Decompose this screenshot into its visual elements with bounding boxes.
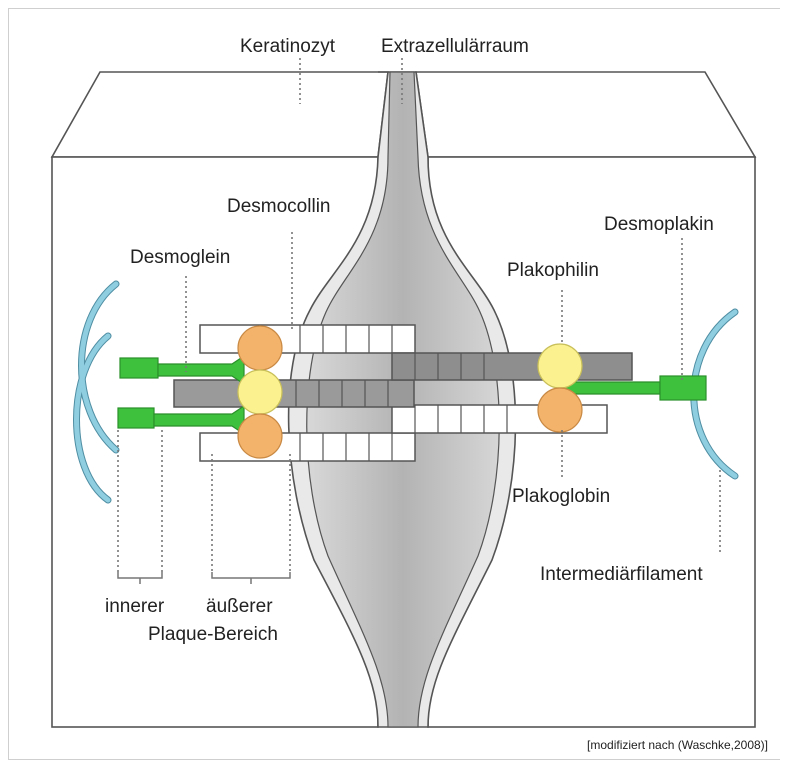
label-plakophilin: Plakophilin xyxy=(507,260,599,281)
label-extrazellularraum: Extrazellulärraum xyxy=(381,36,529,57)
desmoglein-right xyxy=(392,353,632,380)
label-desmoglein: Desmoglein xyxy=(130,247,230,268)
source-note: [modifiziert nach (Waschke,2008)] xyxy=(587,738,768,752)
plakoglobin-right xyxy=(538,388,582,432)
label-plakoglobin: Plakoglobin xyxy=(512,486,610,507)
label-keratinozyt: Keratinozyt xyxy=(240,36,336,57)
cell-left-top-face xyxy=(52,72,388,157)
label-innerer: innerer xyxy=(105,596,165,617)
plakophilin-right xyxy=(538,344,582,388)
label-desmoplakin: Desmoplakin xyxy=(604,214,714,235)
desmocollin-lower xyxy=(200,433,415,461)
cell-right-top-face xyxy=(416,72,755,157)
label-desmocollin: Desmocollin xyxy=(227,196,330,217)
desmocollin-upper xyxy=(200,325,415,353)
label-ausserer: äußerer xyxy=(206,596,273,617)
desmoglein-left xyxy=(174,380,414,407)
label-plaque-bereich: Plaque-Bereich xyxy=(148,624,278,645)
label-intermediarfilament: Intermediärfilament xyxy=(540,564,703,585)
plakophilin-left xyxy=(238,370,282,414)
plakoglobin-left-upper xyxy=(238,326,282,370)
plakoglobin-left-lower xyxy=(238,414,282,458)
